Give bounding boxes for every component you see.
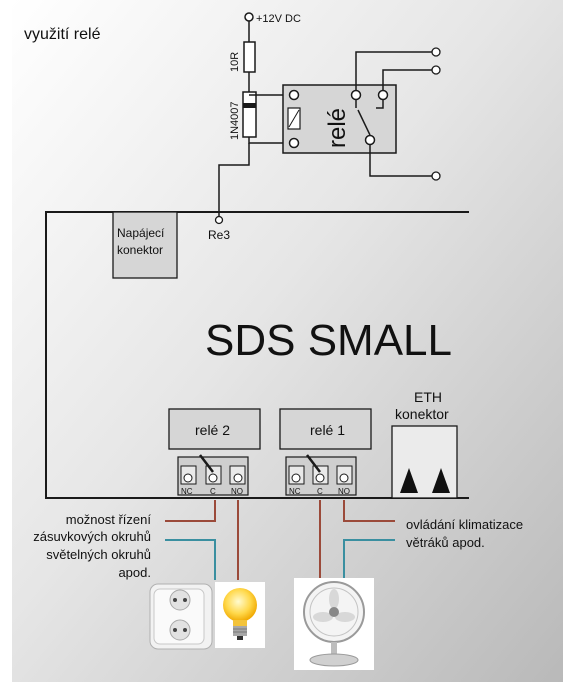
relay-output-wiring xyxy=(355,51,432,177)
relay-1-nc: NC xyxy=(289,487,301,496)
diagram-heading: využití relé xyxy=(24,26,101,43)
power-connector-line2: konektor xyxy=(117,243,163,257)
relay-1-no: NO xyxy=(338,487,350,496)
light-bulb-icon xyxy=(215,582,265,648)
eth-label-line2: konektor xyxy=(395,406,449,422)
fan-icon xyxy=(294,578,374,670)
relay-output-terminals xyxy=(431,47,441,181)
left-note-line4: apod. xyxy=(118,565,151,580)
power-connector-line1: Napájecí xyxy=(117,226,165,240)
re3-label: Re3 xyxy=(208,228,230,242)
relay-component: relé xyxy=(282,84,397,154)
board-title: SDS SMALL xyxy=(205,316,452,365)
left-note-line3: světelných okruhů xyxy=(46,547,151,562)
re3-terminal xyxy=(214,215,224,225)
supply-terminal: +12V DC xyxy=(244,12,301,42)
relay-label: relé xyxy=(324,108,351,148)
relay-2: relé 2 NC C NO xyxy=(168,408,261,496)
relay-2-nc: NC xyxy=(181,487,193,496)
eth-label-line1: ETH xyxy=(414,389,442,405)
left-note-line1: možnost řízení xyxy=(66,512,152,527)
supply-label: +12V DC xyxy=(256,13,301,25)
power-connector-box: Napájecí konektor xyxy=(112,211,178,279)
diode-label: 1N4007 xyxy=(229,101,241,140)
relay-1-c: C xyxy=(317,487,323,496)
resistor-10r: 10R xyxy=(229,41,256,92)
board-outline xyxy=(45,211,469,499)
relay-2-c: C xyxy=(210,487,216,496)
relay-1-label: relé 1 xyxy=(310,422,345,438)
left-note-line2: zásuvkových okruhů xyxy=(33,529,151,544)
relay-2-label: relé 2 xyxy=(195,422,230,438)
diode-1n4007: 1N4007 xyxy=(229,91,257,140)
resistor-label: 10R xyxy=(229,52,241,72)
left-note: možnost řízení zásuvkových okruhů světel… xyxy=(33,512,151,580)
relay-1: relé 1 NC C NO xyxy=(279,408,372,496)
load-wiring xyxy=(165,500,395,580)
right-note: ovládání klimatizace větráků apod. xyxy=(406,517,523,550)
eth-connector: ETH konektor xyxy=(391,389,458,499)
right-note-line1: ovládání klimatizace xyxy=(406,517,523,532)
relay-2-no: NO xyxy=(231,487,243,496)
power-socket-icon xyxy=(149,583,213,650)
right-note-line2: větráků apod. xyxy=(406,535,485,550)
